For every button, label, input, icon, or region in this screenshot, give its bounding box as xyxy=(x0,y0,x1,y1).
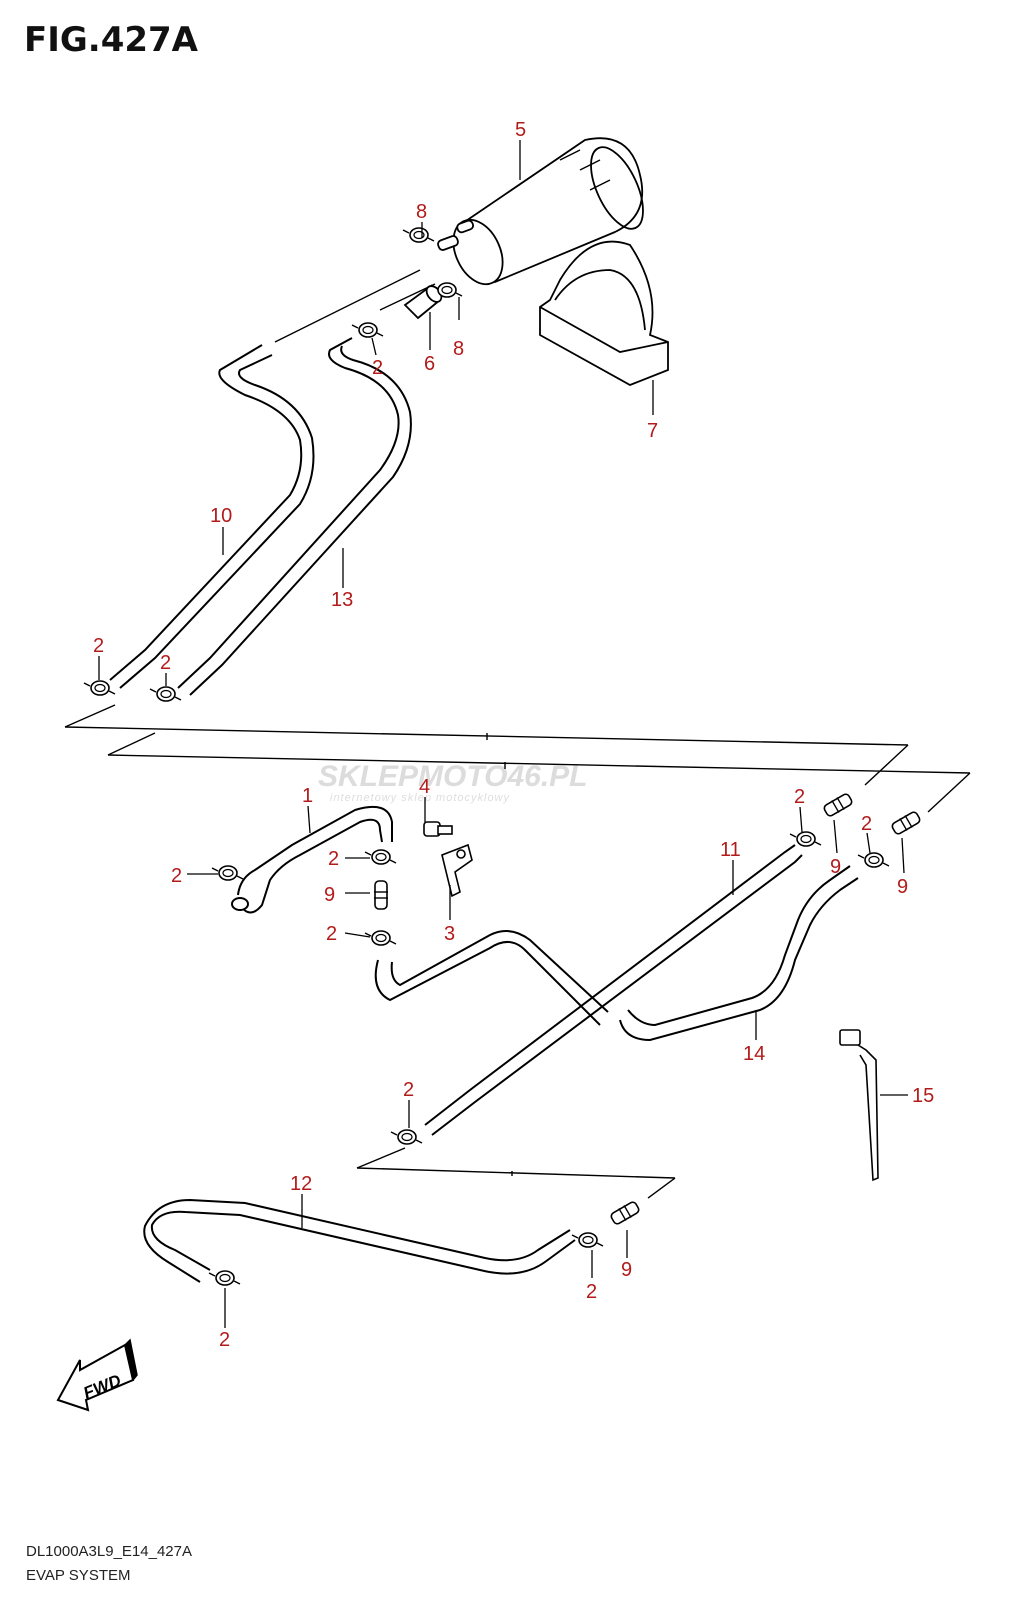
canister xyxy=(437,137,644,286)
callout-15: 15 xyxy=(912,1085,934,1107)
callout-2: 2 xyxy=(326,923,337,945)
section-name: EVAP SYSTEM xyxy=(26,1567,131,1584)
hoses-middle xyxy=(374,844,859,1136)
callout-2: 2 xyxy=(403,1079,414,1101)
callout-2: 2 xyxy=(93,635,104,657)
bracket-bolt xyxy=(423,821,473,898)
callout-10: 10 xyxy=(210,505,232,527)
hoses-upper xyxy=(109,337,412,696)
canister-bracket xyxy=(539,240,669,386)
watermark-brand: SKLEPMOTO46.PL xyxy=(318,760,588,793)
callout-2: 2 xyxy=(328,848,339,870)
callout-2: 2 xyxy=(219,1329,230,1351)
callout-14: 14 xyxy=(743,1043,765,1065)
callout-2: 2 xyxy=(586,1281,597,1303)
model-code: DL1000A3L9_E14_427A xyxy=(26,1543,192,1560)
callout-4: 4 xyxy=(419,776,430,798)
callout-5: 5 xyxy=(515,119,526,141)
hose-1 xyxy=(231,806,393,914)
pin-15 xyxy=(839,1029,879,1182)
leader-lines xyxy=(98,140,908,1328)
fwd-arrow: FWD xyxy=(56,1338,138,1412)
callout-8: 8 xyxy=(416,201,427,223)
watermark-tagline: internetowy sklep motocyklowy xyxy=(330,792,511,804)
callout-2: 2 xyxy=(171,865,182,887)
watermark: SKLEPMOTO46.PL internetowy sklep motocyk… xyxy=(318,760,588,804)
callout-9: 9 xyxy=(897,876,908,898)
callout-labels: 5 8 8 6 2 7 10 13 2 2 1 4 2 2 9 2 3 11 2… xyxy=(93,119,934,1351)
callout-13: 13 xyxy=(331,589,353,611)
figure-title: FIG.427A xyxy=(24,20,198,60)
callout-2: 2 xyxy=(160,652,171,674)
section-dividers xyxy=(64,269,971,1199)
callout-9: 9 xyxy=(324,884,335,906)
callout-12: 12 xyxy=(290,1173,312,1195)
callout-2: 2 xyxy=(794,786,805,808)
callout-9: 9 xyxy=(621,1259,632,1281)
callout-3: 3 xyxy=(444,923,455,945)
callout-11: 11 xyxy=(720,839,741,861)
callout-2: 2 xyxy=(372,357,383,379)
hose-12 xyxy=(143,1198,576,1283)
callout-7: 7 xyxy=(647,420,658,442)
callout-2: 2 xyxy=(861,813,872,835)
callout-8: 8 xyxy=(453,338,464,360)
callout-6: 6 xyxy=(424,353,435,375)
callout-9: 9 xyxy=(830,856,841,878)
callout-1: 1 xyxy=(302,785,313,807)
